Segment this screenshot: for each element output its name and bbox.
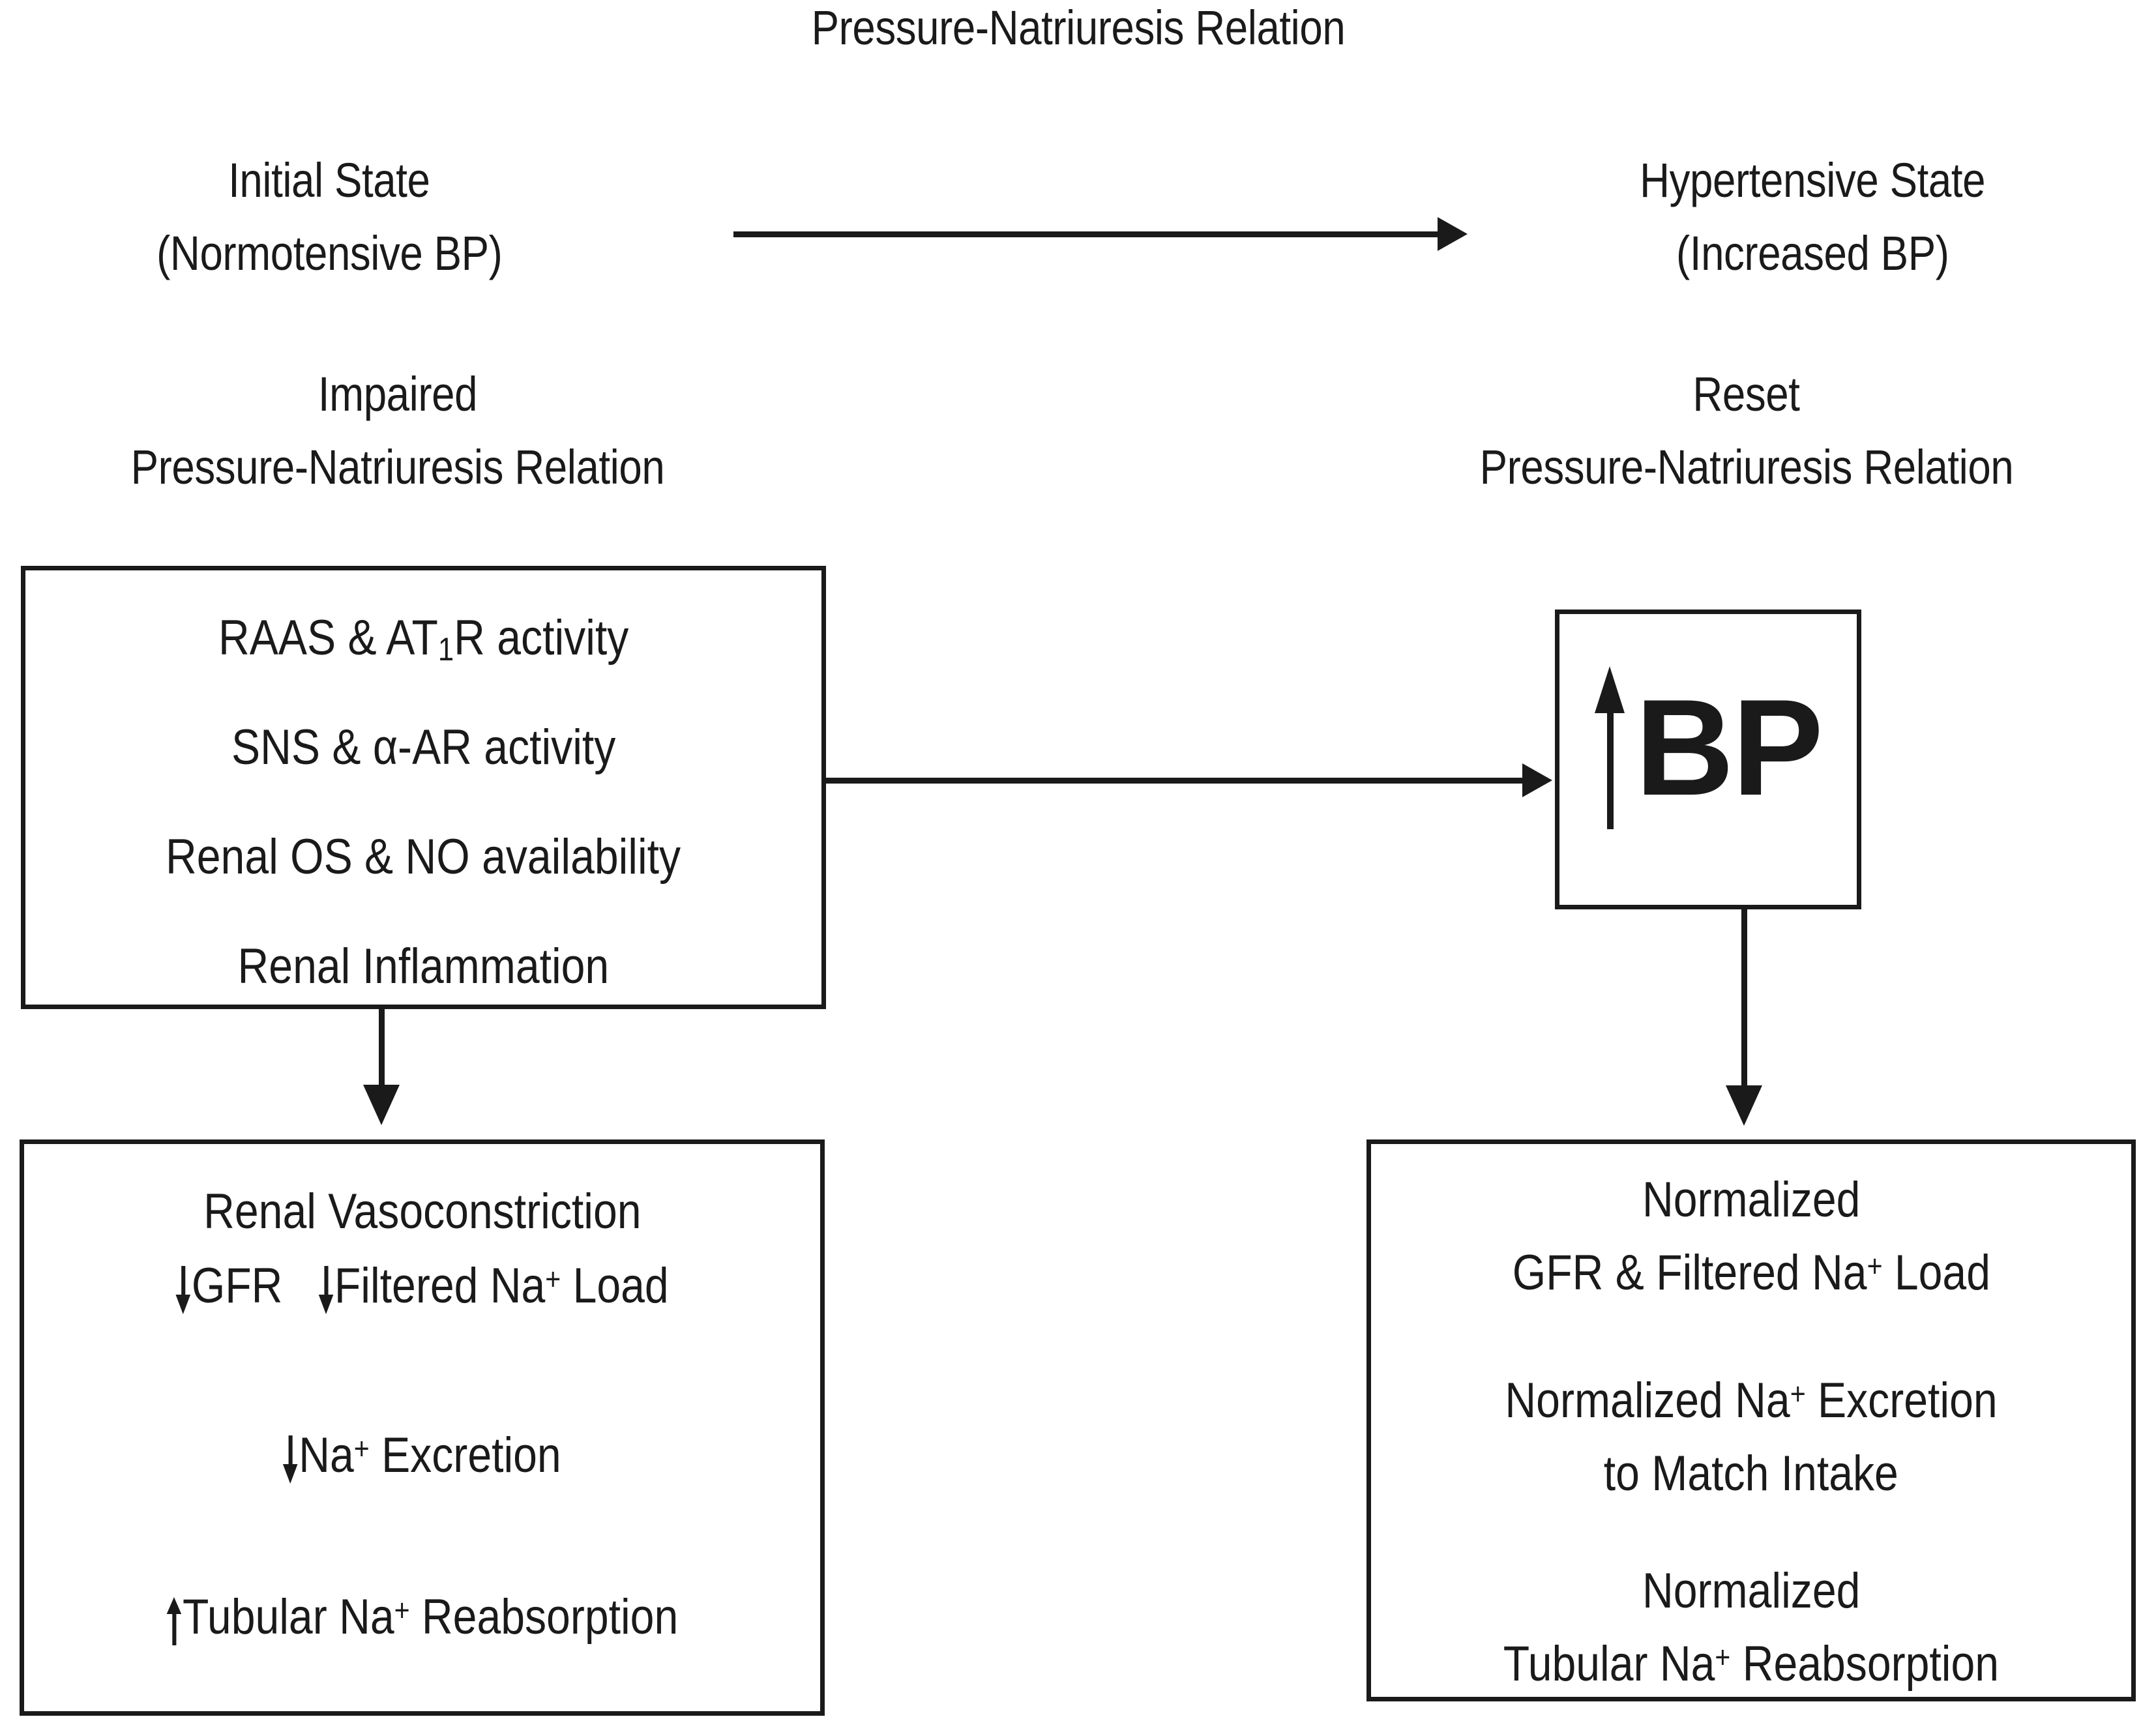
renal-line-gfr-filtered: GFR Filtered Na+ Load bbox=[24, 1261, 820, 1314]
mechanisms-to-renal-arrow-shaft bbox=[379, 1009, 385, 1093]
normalized-line-tubular-reabsorption: Tubular Na+ Reabsorption bbox=[1503, 1636, 2000, 1692]
bp-label: BP bbox=[1635, 671, 1824, 824]
decrease-arrow-icon-na-excretion bbox=[283, 1435, 298, 1484]
figure-title: Pressure-Natriuresis Relation bbox=[0, 4, 2156, 52]
left-subtitle-line1: Impaired bbox=[317, 367, 478, 421]
bp-to-normalized-arrow-head bbox=[1726, 1085, 1762, 1126]
renal-box: Renal Vasoconstriction GFR Filtered Na+ … bbox=[20, 1139, 825, 1716]
mechanisms-line-sns: SNS & α-AR activity bbox=[231, 720, 616, 775]
right-subtitle-line2: Pressure-Natriuresis Relation bbox=[1479, 440, 2013, 494]
right-subtitle-line1: Reset bbox=[1692, 367, 1800, 421]
na-plus-superscript: + bbox=[1715, 1639, 1731, 1675]
left-state-heading-line2: (Normotensive BP) bbox=[156, 226, 503, 280]
left-subtitle-line2: Pressure-Natriuresis Relation bbox=[130, 440, 665, 494]
na-plus-superscript: + bbox=[1867, 1248, 1883, 1284]
right-state-heading-line1: Hypertensive State bbox=[1640, 153, 1985, 207]
normalized-line-1: Normalized bbox=[1642, 1172, 1861, 1227]
state-transition-arrow-shaft bbox=[733, 231, 1444, 237]
mechanisms-to-bp-arrow-head bbox=[1522, 763, 1552, 797]
renal-line-na-excretion: Na+ Excretion bbox=[24, 1431, 820, 1484]
figure-title-text: Pressure-Natriuresis Relation bbox=[811, 1, 1345, 55]
state-transition-arrow-head bbox=[1438, 217, 1468, 251]
decrease-arrow-icon-filtered-na bbox=[318, 1266, 334, 1314]
renal-line-tubular-reabsorption: Tubular Na+ Reabsorption bbox=[24, 1593, 820, 1645]
normalized-line-gfr-filtered: GFR & Filtered Na+ Load bbox=[1512, 1245, 1990, 1300]
renal-line-vasoconstriction: Renal Vasoconstriction bbox=[203, 1184, 642, 1239]
bp-increase-arrow-icon bbox=[1595, 666, 1625, 829]
normalized-box: Normalized GFR & Filtered Na+ Load Norma… bbox=[1366, 1139, 2136, 1701]
right-state-heading-line2: (Increased BP) bbox=[1676, 226, 1949, 280]
bp-to-normalized-arrow-shaft bbox=[1741, 909, 1747, 1093]
bp-box: BP bbox=[1555, 610, 1861, 909]
mechanisms-line-raas: RAAS & AT1R activity bbox=[218, 610, 629, 668]
increase-arrow-icon-tubular-reabsorption bbox=[166, 1597, 181, 1645]
normalized-line-na-excretion: Normalized Na+ Excretion bbox=[1505, 1373, 1998, 1428]
na-plus-superscript: + bbox=[353, 1431, 370, 1466]
na-plus-superscript: + bbox=[1790, 1376, 1806, 1411]
na-plus-superscript: + bbox=[545, 1261, 561, 1297]
normalized-line-2: Normalized bbox=[1642, 1563, 1861, 1619]
mechanisms-line-renal-os: Renal OS & NO availability bbox=[166, 829, 681, 885]
mechanisms-to-renal-arrow-head bbox=[363, 1085, 400, 1125]
decrease-arrow-icon-gfr bbox=[175, 1266, 191, 1314]
at1r-subscript: 1 bbox=[437, 631, 454, 668]
normalized-line-match-intake: to Match Intake bbox=[1603, 1446, 1899, 1501]
left-state-heading-line1: Initial State bbox=[228, 153, 430, 207]
bp-content-row: BP bbox=[1559, 666, 1857, 829]
na-plus-superscript: + bbox=[394, 1593, 410, 1628]
mechanisms-box: RAAS & AT1R activity SNS & α-AR activity… bbox=[21, 566, 826, 1009]
mechanisms-to-bp-arrow-shaft bbox=[825, 778, 1526, 784]
mechanisms-line-inflammation: Renal Inflammation bbox=[237, 939, 610, 994]
